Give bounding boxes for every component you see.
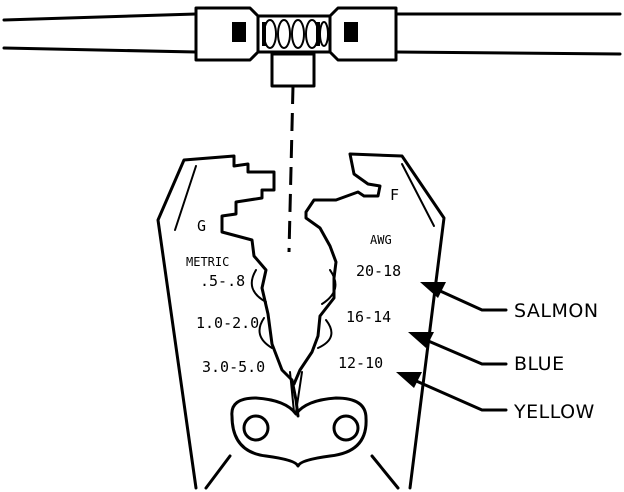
metric-size-1: .5-.8 xyxy=(200,272,245,290)
callout-blue: BLUE xyxy=(514,353,565,375)
crimp-tool xyxy=(156,152,446,490)
jaw-left xyxy=(156,154,300,490)
callout-salmon: SALMON xyxy=(514,300,599,322)
pivot-hole-left xyxy=(242,414,270,442)
awg-size-1: 20-18 xyxy=(356,262,401,280)
awg-size-2: 16-14 xyxy=(346,308,391,326)
callout-salmon-arrow xyxy=(420,282,508,312)
metric-size-2: 1.0-2.0 xyxy=(196,314,259,332)
pivot-plate xyxy=(230,396,368,468)
jaw-right xyxy=(292,152,446,490)
wire-right xyxy=(394,12,622,56)
handle-base xyxy=(204,454,400,490)
die-pockets xyxy=(250,269,337,413)
spliced-wire xyxy=(2,6,622,88)
metric-header: METRIC xyxy=(186,255,229,269)
awg-size-3: 12-10 xyxy=(338,354,383,372)
letter-f: F xyxy=(390,186,399,204)
splice-sleeve-left xyxy=(194,6,260,62)
letter-g: G xyxy=(197,217,206,235)
awg-header: AWG xyxy=(370,233,392,247)
pivot-hole-right xyxy=(332,414,360,442)
metric-size-3: 3.0-5.0 xyxy=(202,358,265,376)
wire-left xyxy=(2,12,198,54)
splice-barrel xyxy=(256,14,332,54)
callout-yellow-arrow xyxy=(396,372,508,412)
sleeve-left-hatch xyxy=(232,22,246,42)
jaw-left-rim xyxy=(174,165,197,231)
jaw-right-rim xyxy=(401,163,435,227)
splice-sleeve-right xyxy=(328,6,398,62)
crimp-block xyxy=(270,52,316,88)
alignment-dashed-line xyxy=(287,85,295,253)
callout-blue-arrow xyxy=(408,332,508,366)
sleeve-right-hatch xyxy=(344,22,358,42)
callout-yellow: YELLOW xyxy=(513,401,595,423)
